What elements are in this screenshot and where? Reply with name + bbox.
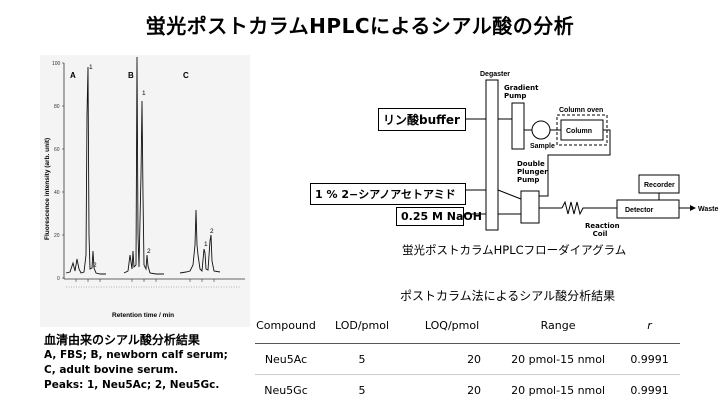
table-row: Neu5Gc 5 20 20 pmol-15 nmol 0.9991 bbox=[255, 375, 680, 405]
panel-c-label: C bbox=[183, 71, 189, 80]
cell-compound: Neu5Ac bbox=[255, 343, 317, 375]
peak-c-1: 1 bbox=[204, 241, 208, 248]
column-label: Column bbox=[566, 128, 592, 135]
caption-title: 血清由来のシアル酸分析結果 bbox=[44, 333, 200, 347]
reagent-phosphate-buffer: リン酸buffer bbox=[378, 108, 466, 131]
reagent-cyanoacetamide: 1 % 2−シアノアセトアミド bbox=[310, 183, 466, 205]
col-range: Range bbox=[497, 307, 620, 344]
col-lod: LOD/pmol bbox=[316, 307, 408, 344]
gradient-pump-box bbox=[511, 102, 525, 150]
recorder-label: Recorder bbox=[644, 182, 675, 189]
results-title: ポストカラム法によるシアル酸分析結果 bbox=[400, 289, 616, 303]
degaster-label: Degaster bbox=[480, 71, 510, 78]
panel-b-label: B bbox=[128, 71, 134, 80]
chromatogram-xlabel: Retention time / min bbox=[112, 312, 174, 319]
chromatogram-caption: 血清由来のシアル酸分析結果 A, FBS; B, newborn calf se… bbox=[44, 333, 228, 393]
trace-a bbox=[65, 66, 106, 275]
peak-b-2: 2 bbox=[147, 248, 151, 255]
chromatogram-figure: Fluorescence intensity (arb. unit) 100 8… bbox=[40, 55, 250, 327]
peak-a-1: 1 bbox=[89, 64, 93, 71]
sample-label: Sample bbox=[530, 143, 555, 150]
double-plunger-label: Double Plunger Pump bbox=[517, 160, 548, 184]
gradient-pump-label: Gradient Pump bbox=[504, 84, 539, 100]
results-header-row: Compound LOD/pmol LOQ/pmol Range r bbox=[255, 307, 680, 344]
caption-line-3: Peaks: 1, Neu5Ac; 2, Neu5Gc. bbox=[44, 379, 220, 391]
ytick-20: 20 bbox=[54, 233, 60, 239]
peak-c-2: 2 bbox=[210, 228, 214, 235]
cell-range: 20 pmol-15 nmol bbox=[497, 343, 620, 375]
detector-label: Detector bbox=[625, 207, 654, 214]
column-oven-label: Column oven bbox=[559, 107, 603, 114]
cell-r: 0.9991 bbox=[619, 343, 680, 375]
col-compound: Compound bbox=[255, 307, 317, 344]
col-r: r bbox=[619, 307, 680, 344]
results-table: Compound LOD/pmol LOQ/pmol Range r Neu5A… bbox=[255, 307, 680, 405]
cell-r: 0.9991 bbox=[630, 383, 669, 397]
trace-c bbox=[179, 209, 221, 274]
waste-label: Waste bbox=[698, 206, 718, 213]
cell-range: 20 pmol-15 nmol bbox=[511, 383, 606, 397]
table-row: Neu5Ac 5 20 20 pmol-15 nmol 0.9991 bbox=[255, 343, 680, 375]
cell-lod: 5 bbox=[316, 343, 408, 375]
degaster-box bbox=[485, 79, 499, 231]
cell-lod: 5 bbox=[358, 383, 366, 397]
caption-line-2: C, adult bovine serum. bbox=[44, 364, 179, 376]
slide-title: 蛍光ポストカラムHPLCによるシアル酸の分析 bbox=[145, 14, 575, 38]
double-plunger-pump-box bbox=[520, 190, 540, 224]
col-loq: LOQ/pmol bbox=[407, 307, 498, 344]
detector-box bbox=[616, 199, 680, 219]
ytick-80: 80 bbox=[54, 104, 60, 110]
reagent-naoh: 0.25 M NaOH bbox=[396, 207, 482, 226]
cell-loq: 20 bbox=[467, 383, 482, 397]
panel-a-label: A bbox=[70, 71, 76, 80]
trace-b bbox=[123, 56, 164, 275]
caption-line-1: A, FBS; B, newborn calf serum; bbox=[44, 349, 228, 361]
cell-compound: Neu5Gc bbox=[264, 383, 308, 397]
ytick-40: 40 bbox=[54, 190, 60, 196]
ytick-60: 60 bbox=[54, 147, 60, 153]
cell-loq: 20 bbox=[407, 343, 498, 375]
peak-a-2: 2 bbox=[93, 262, 97, 269]
reaction-coil-label: Reaction Coil bbox=[585, 222, 620, 238]
ytick-100: 100 bbox=[52, 61, 61, 67]
peak-b-1: 1 bbox=[142, 90, 146, 97]
ytick-0: 0 bbox=[57, 276, 60, 282]
chromatogram-ylabel: Fluorescence intensity (arb. unit) bbox=[44, 138, 51, 240]
sample-injector bbox=[531, 120, 551, 140]
flow-caption: 蛍光ポストカラムHPLCフローダイアグラム bbox=[402, 243, 627, 257]
